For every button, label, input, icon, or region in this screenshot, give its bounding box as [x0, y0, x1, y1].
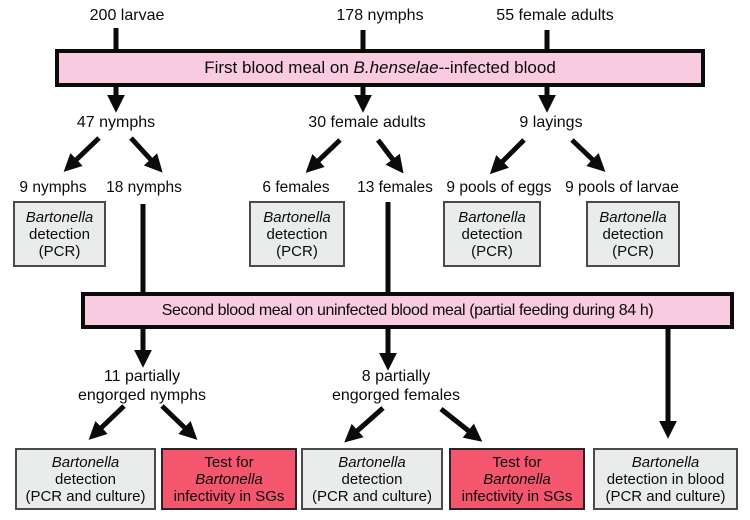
box-line1: Bartonella — [17, 454, 154, 471]
box-line2: detection — [55, 470, 116, 488]
pcr-box-line3: (PCR) — [38, 242, 81, 260]
label-8-partially-engorged-females: 8 partially engorged females — [316, 367, 476, 405]
arrow-30adults-to-6females — [305, 138, 342, 173]
label-13-females: 13 females — [357, 179, 433, 196]
bar-first-blood-meal: First blood meal on B.henselae--infected… — [55, 49, 705, 87]
organism-name: Bartonella — [458, 208, 526, 226]
arrow-nymphs-to-sg-test-box — [160, 404, 198, 440]
bar1-text-prefix: First blood meal on — [204, 58, 354, 77]
engorged-line2: engorged nymphs — [77, 387, 207, 404]
organism-name: Bartonella — [599, 208, 667, 226]
organism-name: Bartonella — [25, 208, 94, 226]
pcr-box-organism: Bartonella — [588, 209, 678, 226]
label-9-layings: 9 layings — [519, 114, 583, 131]
arrow-30adults-to-13females — [376, 138, 404, 174]
box-line1: Bartonella — [303, 454, 441, 471]
organism-name: Bartonella — [51, 453, 120, 471]
label-200-larvae: 200 larvae — [89, 7, 165, 24]
label-9-pools-of-larvae: 9 pools of larvae — [565, 179, 679, 196]
bar2-text: Second blood meal on uninfected blood me… — [161, 301, 654, 319]
engorged-line2: engorged females — [331, 387, 461, 404]
label-9-pools-of-eggs: 9 pools of eggs — [446, 179, 552, 196]
box-line2: Bartonella — [451, 471, 583, 488]
pcr-box-organism: Bartonella — [15, 209, 104, 226]
bar-second-blood-meal: Second blood meal on uninfected blood me… — [81, 292, 734, 329]
label-47-nymphs: 47 nymphs — [76, 114, 156, 131]
arrow-47nymphs-to-9nymphs — [63, 136, 101, 172]
box-line1: Test for — [204, 453, 254, 471]
pcr-box-6-females: Bartonella detection (PCR) — [249, 201, 345, 267]
organism-name: Bartonella — [631, 453, 700, 471]
result-box-blood-detection: Bartonella detection in blood (PCR and c… — [593, 448, 738, 510]
engorged-line1: 8 partially — [361, 368, 431, 385]
arrow-47nymphs-to-18nymphs — [129, 136, 163, 173]
box-line1: Bartonella — [595, 454, 736, 471]
arrow-9layings-to-larvae — [570, 138, 606, 172]
pcr-box-line3: (PCR) — [612, 242, 654, 260]
pcr-box-9-nymphs: Bartonella detection (PCR) — [13, 201, 106, 267]
pcr-box-line2: detection — [29, 225, 90, 243]
label-55-female-adults: 55 female adults — [496, 7, 614, 24]
result-box-females-sg-infectivity-test: Test for Bartonella infectivity in SGs — [449, 448, 585, 510]
pcr-box-line2: detection — [266, 225, 328, 243]
organism-name: Bartonella — [195, 470, 263, 488]
pcr-box-line3: (PCR) — [276, 242, 318, 260]
result-box-nymphs-sg-infectivity-test: Test for Bartonella infectivity in SGs — [161, 448, 297, 510]
box-line3: infectivity in SGs — [173, 487, 285, 505]
box-line1: Test for — [492, 453, 542, 471]
pcr-box-organism: Bartonella — [251, 209, 343, 226]
arrow-9layings-to-eggs — [489, 138, 526, 175]
result-box-nymphs-detection: Bartonella detection (PCR and culture) — [15, 448, 156, 510]
box-line3: (PCR and culture) — [605, 487, 726, 505]
result-box-females-detection: Bartonella detection (PCR and culture) — [301, 448, 443, 510]
box-line2: detection in blood — [606, 470, 725, 488]
arrow-females-to-sg-test-box — [439, 407, 483, 442]
engorged-line1: 11 partially — [103, 368, 181, 385]
label-9-nymphs: 9 nymphs — [19, 179, 87, 196]
pcr-box-line2: detection — [461, 225, 523, 243]
pcr-box-line3: (PCR) — [471, 242, 513, 260]
organism-name: Bartonella — [338, 453, 406, 471]
organism-name: Bartonella — [483, 470, 551, 488]
label-6-females: 6 females — [262, 179, 330, 196]
label-11-partially-engorged-nymphs: 11 partially engorged nymphs — [62, 367, 222, 405]
arrow-nymphs-to-detection-box — [88, 404, 126, 440]
box-line2: detection — [341, 470, 403, 488]
organism-name: Bartonella — [263, 208, 331, 226]
box-line3: (PCR and culture) — [25, 487, 146, 505]
bar1-text-suffix: --infected blood — [438, 58, 556, 77]
arrow-females-to-detection-box — [344, 406, 385, 443]
label-178-nymphs: 178 nymphs — [336, 7, 424, 24]
pcr-box-line2: detection — [602, 225, 664, 243]
box-line2: Bartonella — [163, 471, 295, 488]
label-18-nymphs: 18 nymphs — [106, 179, 182, 196]
pcr-box-pools-of-larvae: Bartonella detection (PCR) — [586, 201, 680, 267]
box-line3: infectivity in SGs — [461, 487, 573, 505]
box-line3: (PCR and culture) — [311, 487, 433, 505]
label-30-female-adults: 30 female adults — [308, 114, 426, 131]
pcr-box-pools-of-eggs: Bartonella detection (PCR) — [443, 201, 541, 267]
bar1-species-name: B.henselae — [353, 58, 439, 77]
pcr-box-organism: Bartonella — [445, 209, 539, 226]
